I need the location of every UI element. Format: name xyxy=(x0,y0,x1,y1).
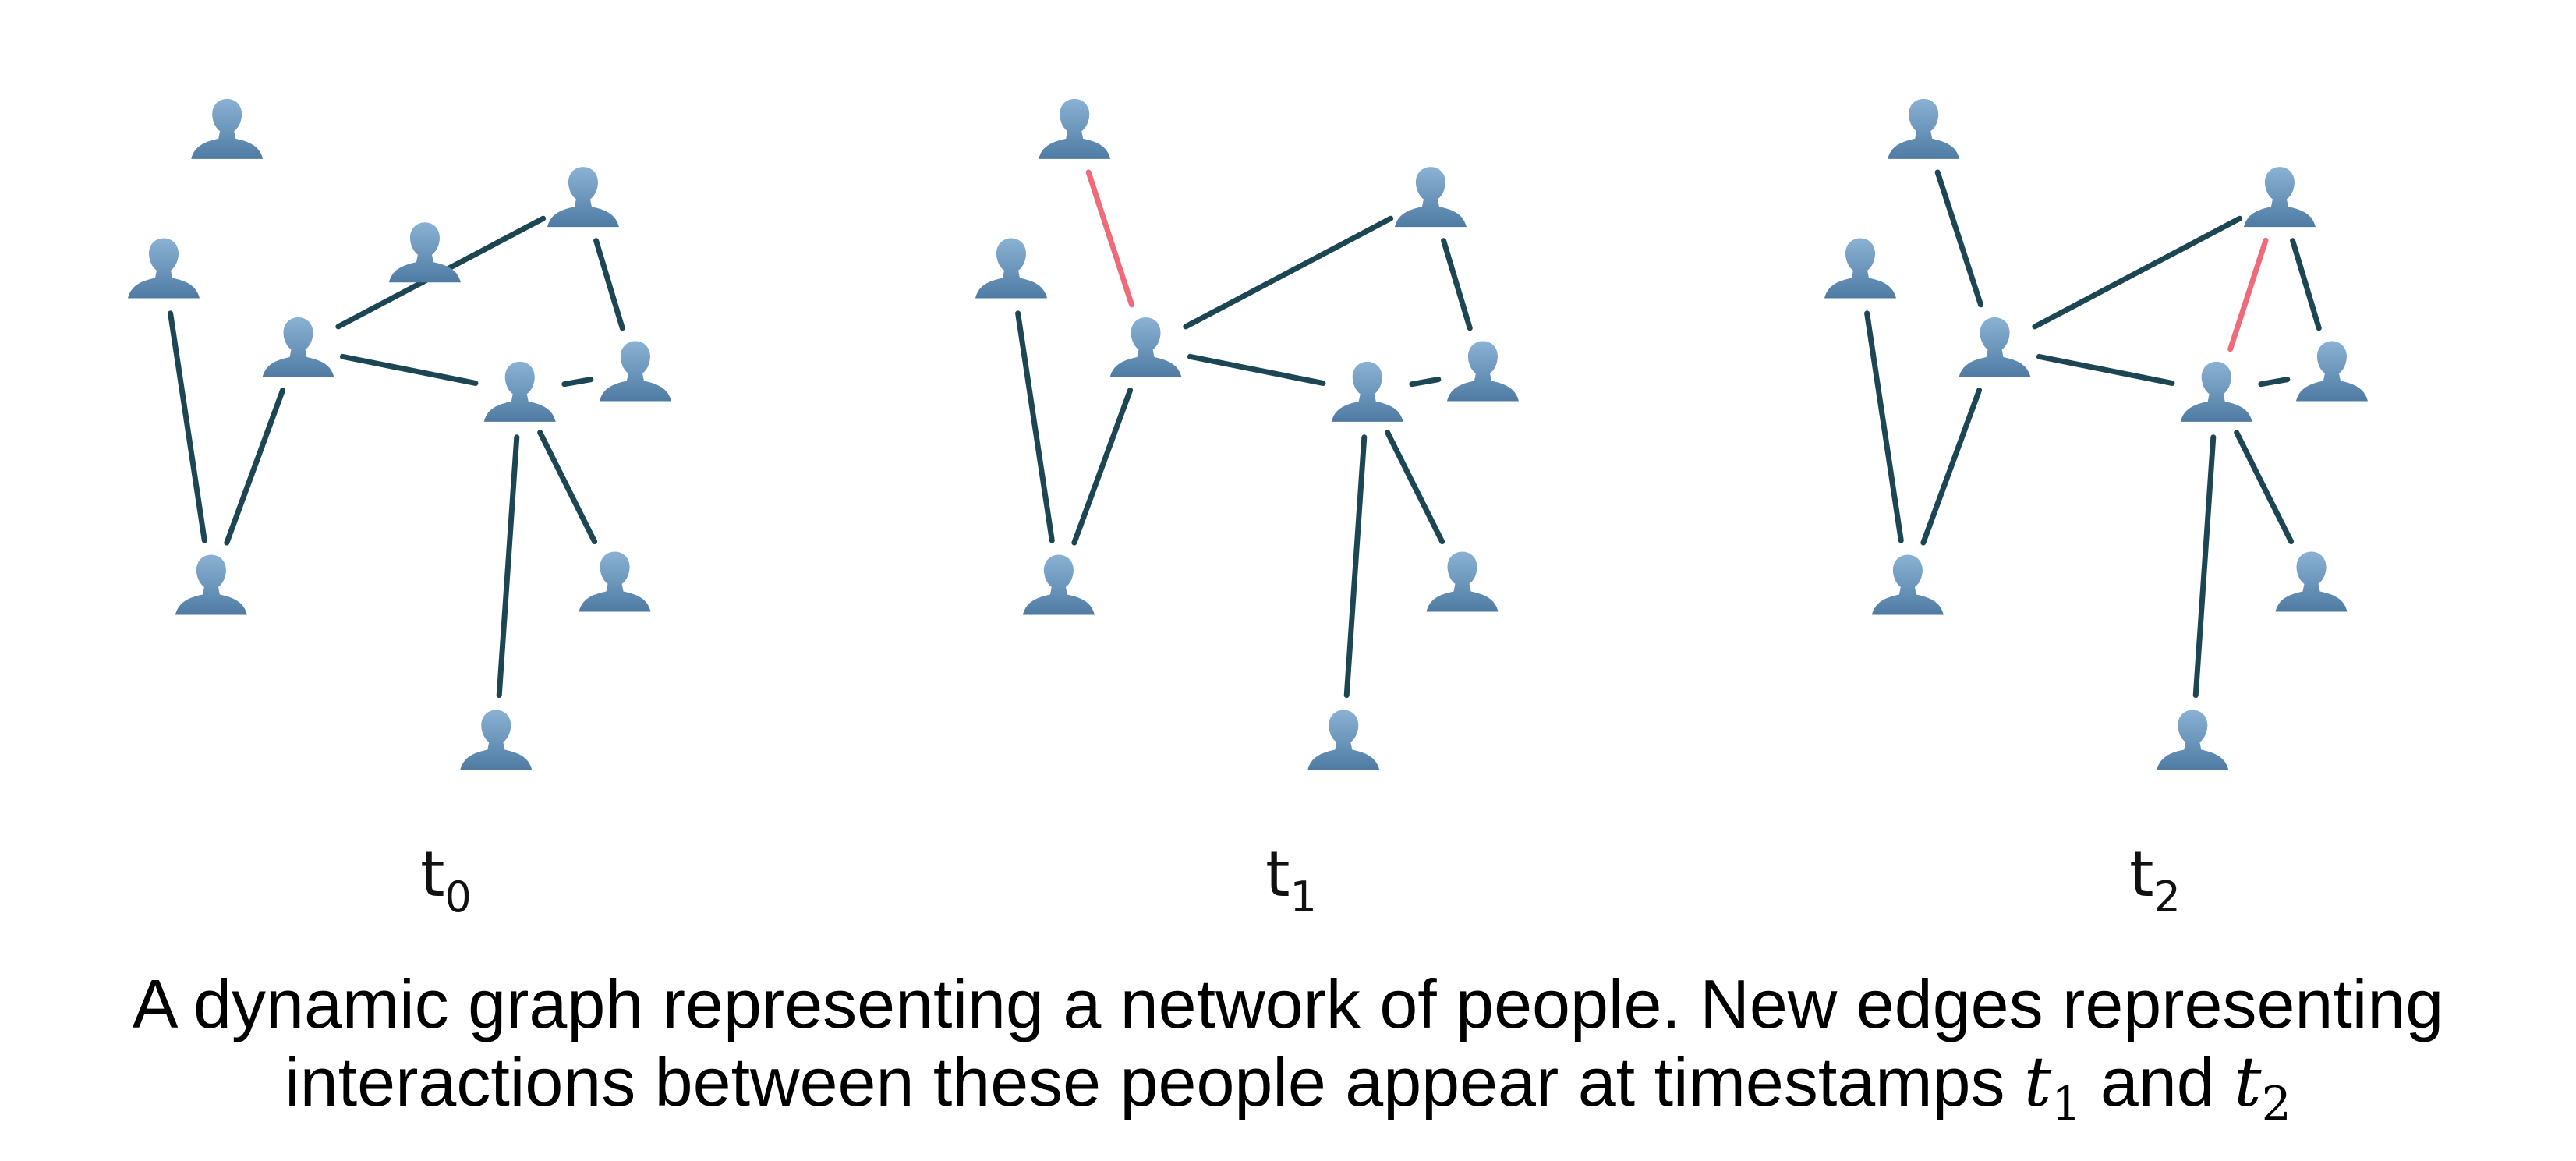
panel-label-t0: t0 xyxy=(329,844,563,919)
caption-math-t1-sub: 1 xyxy=(2051,1077,2082,1131)
person-icon-B xyxy=(1824,238,1896,299)
person-icon-J xyxy=(460,710,533,770)
caption-math-t2: t2 xyxy=(2234,1042,2291,1132)
graph-panel-t2 xyxy=(1824,98,2368,770)
edge-F-H xyxy=(561,377,594,388)
person-icon-J xyxy=(1307,710,1380,770)
edge-E-C xyxy=(1920,387,1983,546)
person-icon-C xyxy=(262,317,334,377)
edge-F-I xyxy=(537,430,598,545)
edge-C-G xyxy=(2032,215,2243,330)
person-icon-H xyxy=(599,341,671,402)
new-edge-G-F xyxy=(2227,237,2269,352)
person-icon-I xyxy=(1426,551,1499,612)
graph-panel-t0 xyxy=(128,98,671,770)
caption-math-t2-sub: 2 xyxy=(2261,1077,2291,1131)
edge-A-C xyxy=(1934,169,1984,308)
person-icon-J xyxy=(2157,710,2229,770)
person-icon-E xyxy=(1871,554,1944,615)
edge-G-H xyxy=(1441,238,1473,331)
panel-label-subscript: 0 xyxy=(444,873,472,922)
edge-F-J xyxy=(1343,434,1368,699)
graph-panels xyxy=(128,98,2368,770)
edge-F-H xyxy=(2258,377,2291,388)
person-icon-A xyxy=(1888,98,1960,159)
edge-F-I xyxy=(1385,430,1445,545)
person-icon-E xyxy=(175,554,247,615)
person-icon-D xyxy=(388,222,461,283)
person-icon-C xyxy=(1109,317,1182,377)
edge-C-F xyxy=(2036,353,2175,386)
panel-label-subscript: 2 xyxy=(2153,873,2181,922)
graph-panel-t1 xyxy=(975,98,1519,770)
person-icon-I xyxy=(579,551,651,612)
panel-label-base: t xyxy=(1265,838,1290,911)
person-icon-H xyxy=(1446,341,1519,402)
caption-math-t1: t1 xyxy=(2023,1042,2082,1132)
edge-G-H xyxy=(593,238,625,331)
edge-F-H xyxy=(1409,377,1442,388)
person-icon-F xyxy=(1331,361,1403,422)
person-icon-B xyxy=(975,238,1047,299)
edge-C-F xyxy=(1187,353,1326,386)
caption-math-t1-base: t xyxy=(2023,1042,2052,1122)
panel-label-t1: t1 xyxy=(1174,844,1408,919)
person-icon-F xyxy=(2180,361,2252,422)
person-icon-G xyxy=(2243,167,2316,228)
new-edge-A-C xyxy=(1085,169,1135,308)
panel-label-t2: t2 xyxy=(2038,844,2272,919)
person-icon-I xyxy=(2275,551,2348,612)
edge-B-E xyxy=(1015,310,1055,543)
caption-line-1: A dynamic graph representing a network o… xyxy=(132,965,2444,1042)
person-icon-E xyxy=(1022,554,1095,615)
caption-and-text: and xyxy=(2081,1043,2235,1120)
edge-C-F xyxy=(339,353,479,386)
person-icon-C xyxy=(1959,317,2031,377)
caption-math-t2-base: t xyxy=(2234,1042,2262,1122)
panel-label-base: t xyxy=(420,838,445,911)
person-icon-A xyxy=(1039,98,1111,159)
edge-C-G xyxy=(1183,215,1394,330)
caption-line-2: interactions between these people appear… xyxy=(0,1042,2576,1132)
caption-line-2-text: interactions between these people appear… xyxy=(285,1043,2024,1120)
person-icon-A xyxy=(191,98,264,159)
panel-label-subscript: 1 xyxy=(1290,873,1317,922)
edge-E-C xyxy=(224,387,286,546)
edge-G-H xyxy=(2290,238,2322,331)
edge-E-C xyxy=(1071,387,1134,546)
figure-caption: A dynamic graph representing a network o… xyxy=(0,965,2576,1132)
person-icon-G xyxy=(547,167,619,228)
edge-F-J xyxy=(496,434,520,699)
person-icon-F xyxy=(483,361,556,422)
edge-B-E xyxy=(168,310,207,543)
edge-F-I xyxy=(2234,430,2295,545)
edge-B-E xyxy=(1864,310,1904,543)
person-icon-G xyxy=(1394,167,1467,228)
panel-label-base: t xyxy=(2129,838,2154,911)
person-icon-B xyxy=(128,238,200,299)
edge-F-J xyxy=(2192,434,2217,699)
person-icon-H xyxy=(2295,341,2368,402)
